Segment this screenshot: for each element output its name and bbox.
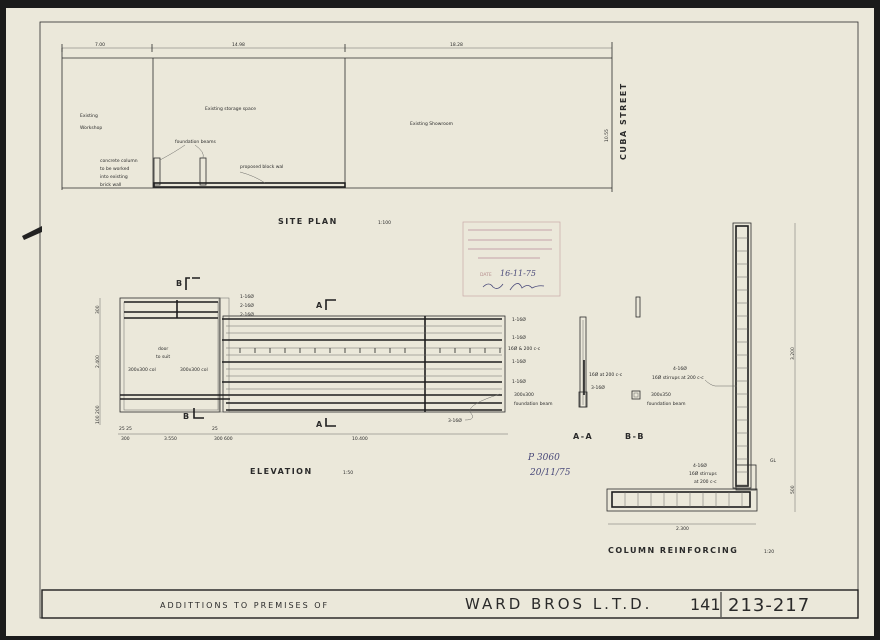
column-note: 16Ø stirrups at 200 c-c [652, 374, 704, 381]
col-label: 300x300 col [180, 367, 208, 373]
dim-label: 300 [121, 436, 130, 442]
section-mark-b: B [183, 412, 191, 421]
dim-label: 300 600 [214, 436, 233, 442]
bar-label: 1-16Ø [512, 334, 526, 341]
ground-level-label: GL [770, 458, 776, 464]
elevation-scale: 1:50 [343, 470, 353, 476]
col-label: 300x300 col [128, 367, 156, 373]
site-plan: 7.00 14.98 18.28 10.55 Existing Workshop… [61, 42, 628, 226]
bar-label: 2-16Ø [240, 311, 254, 318]
approval-note: P 3060 [527, 453, 560, 463]
bar-label: 1-16Ø [512, 358, 526, 365]
section-note: 300x350 [651, 392, 671, 398]
column-note: 16Ø stirrups [689, 470, 717, 477]
dim-label: 18.28 [450, 42, 463, 48]
dim-label: 3.200 [790, 347, 796, 360]
label: proposed block wal [240, 164, 283, 170]
binding-mark [22, 226, 42, 240]
label: concrete column [100, 158, 138, 164]
signature [482, 283, 545, 291]
dim-label: 300 [95, 305, 101, 314]
column-reinforcing: 4-16Ø 16Ø stirrups at 200 c-c 4-16Ø 16Ø … [606, 222, 796, 555]
column-note: 4-16Ø [673, 365, 687, 372]
client-name: WARD BROS L.T.D. [465, 595, 652, 613]
section-note: 16Ø at 200 c-c [589, 371, 623, 378]
label: Workshop [80, 125, 102, 131]
foundation-label: 300x300 [514, 392, 534, 398]
dim-label: 3.550 [164, 436, 177, 442]
site-plan-title: SITE PLAN [278, 217, 338, 226]
section-aa: 16Ø at 200 c-c 3-16Ø A-A [573, 316, 623, 441]
section-note: 3-16Ø [591, 384, 605, 391]
dim-label: 25 25 [119, 426, 132, 432]
column-note: 4-16Ø [693, 462, 707, 469]
approval-note: 20/11/75 [529, 468, 571, 478]
label: foundation beams [175, 139, 216, 145]
bar-label: 1-16Ø [240, 293, 254, 300]
label: Existing storage space [205, 106, 256, 112]
site-plan-scale: 1:100 [378, 220, 391, 226]
approval-stamp: DATE 16-11-75 [462, 221, 561, 297]
dim-label: 500 [790, 485, 796, 494]
section-mark-a: A [316, 301, 324, 310]
dim-label: 7.00 [95, 42, 105, 48]
section-bb-label: B-B [625, 432, 645, 441]
street-name: CUBA STREET [619, 82, 628, 160]
column-reinforcing-title: COLUMN REINFORCING [608, 546, 738, 555]
dim-label: 25 [212, 426, 218, 432]
dim-label: 2.300 [676, 526, 689, 532]
bar-label: 1-16Ø [512, 378, 526, 385]
stamp-date-label: DATE [480, 272, 492, 278]
bar-label: 1-16Ø [512, 316, 526, 323]
section-note: foundation beam [647, 401, 685, 407]
project-description: ADDITTIONS TO PREMISES OF [160, 601, 329, 610]
section-mark-b: B [176, 279, 184, 288]
label: brick wall [100, 182, 121, 188]
dim-label: 100 200 [95, 405, 101, 424]
section-mark-a: A [316, 420, 324, 429]
drawing-reference: 213-217 [728, 595, 810, 616]
label: Existing [80, 113, 98, 119]
column-reinforcing-scale: 1:20 [764, 549, 774, 555]
dim-label: 10.400 [352, 436, 368, 442]
dim-label: 2.400 [95, 355, 101, 368]
stamp-date: 16-11-75 [500, 269, 536, 278]
label: to be worked [100, 166, 130, 172]
bar-label: 2-16Ø [240, 302, 254, 309]
section-aa-label: A-A [573, 432, 593, 441]
label: Existing Showroom [410, 121, 453, 127]
door-label: door [158, 346, 168, 352]
elevation-title: ELEVATION [250, 467, 313, 476]
paper [6, 8, 874, 636]
label: into existing [100, 174, 128, 180]
column-note: at 200 c-c [694, 479, 717, 485]
section-bb: 300x350 foundation beam B-B [625, 296, 685, 441]
foundation-label: foundation beam [514, 401, 552, 407]
bar-label: 16Ø & 200 c-c [508, 345, 541, 352]
dim-label: 14.98 [232, 42, 245, 48]
title-block: ADDITTIONS TO PREMISES OF WARD BROS L.T.… [41, 589, 859, 619]
lot-number: 141 [690, 595, 721, 614]
dim-label: 10.55 [604, 129, 610, 142]
door-label: to suit [156, 354, 170, 360]
bar-label: 3-16Ø [448, 417, 462, 424]
elevation: B B A A 1-16Ø 2-16Ø 2-16Ø 1-16Ø 1-16Ø 16… [95, 277, 552, 476]
